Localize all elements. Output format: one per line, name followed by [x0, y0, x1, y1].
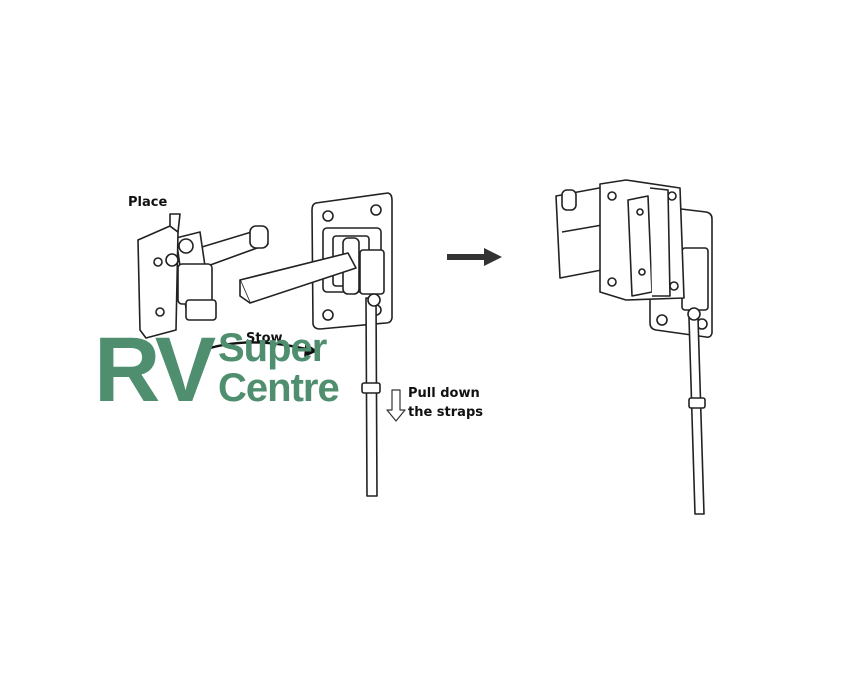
rv-super-centre-logo: RV Super Centre	[94, 324, 384, 420]
folded-mount	[555, 179, 713, 515]
logo-centre-text: Centre	[218, 366, 340, 410]
stow-label: Stow	[246, 331, 283, 346]
logo-super-text: Super	[218, 326, 327, 370]
extended-mount	[137, 192, 406, 497]
pull-down-label-line2: the straps	[408, 405, 483, 420]
transition-arrow	[447, 248, 502, 266]
place-label: Place	[128, 195, 168, 210]
pull-down-label-line1: Pull down	[408, 386, 480, 401]
strap-folded	[688, 317, 705, 515]
stow-arrow	[197, 341, 311, 354]
logo-rv-text: RV	[94, 319, 216, 421]
main-arm	[239, 252, 357, 304]
pull-down-arrow	[386, 389, 406, 422]
